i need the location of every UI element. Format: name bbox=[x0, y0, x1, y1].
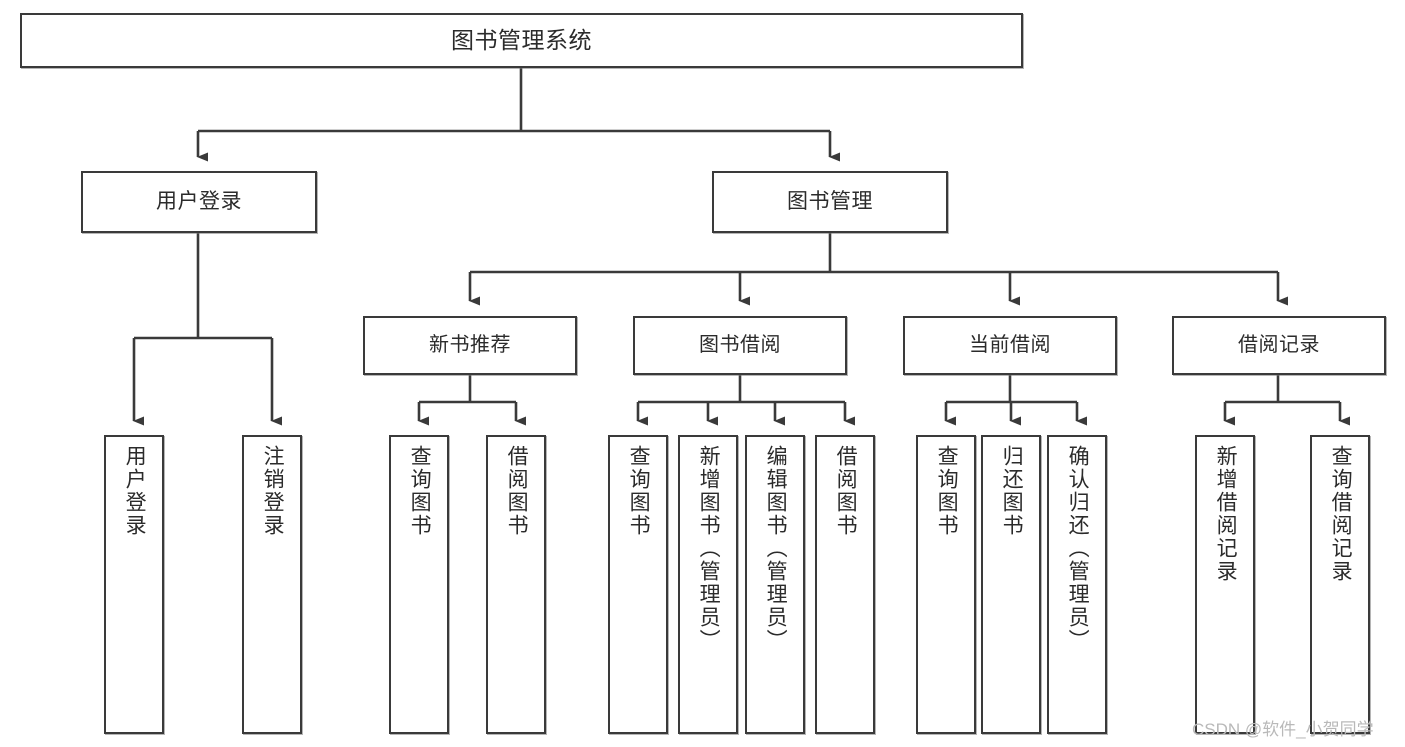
leaf-return-book[interactable]: 归还图书 bbox=[981, 435, 1041, 734]
node-current-borrow[interactable]: 当前借阅 bbox=[903, 316, 1117, 375]
leaf-logout-login[interactable]: 注销登录 bbox=[242, 435, 302, 734]
leaf-borrow-book-2[interactable]: 借阅图书 bbox=[815, 435, 875, 734]
node-book-borrow-label: 图书借阅 bbox=[699, 333, 781, 356]
leaf-logout-login-label: 注销登录 bbox=[261, 445, 285, 537]
leaf-add-record[interactable]: 新增借阅记录 bbox=[1195, 435, 1255, 734]
leaf-borrow-book-1-label: 借阅图书 bbox=[505, 445, 529, 537]
leaf-confirm-return-label: 确认归还（管理员） bbox=[1066, 445, 1090, 652]
node-new-book-recommend[interactable]: 新书推荐 bbox=[363, 316, 577, 375]
node-root-label: 图书管理系统 bbox=[451, 26, 592, 53]
leaf-borrow-book-1[interactable]: 借阅图书 bbox=[486, 435, 546, 734]
leaf-edit-book-label: 编辑图书（管理员） bbox=[764, 445, 788, 652]
leaf-query-book-2-label: 查询图书 bbox=[627, 445, 651, 537]
leaf-borrow-book-2-label: 借阅图书 bbox=[834, 445, 858, 537]
node-new-book-recommend-label: 新书推荐 bbox=[429, 333, 511, 356]
leaf-query-book-1[interactable]: 查询图书 bbox=[389, 435, 449, 734]
node-book-management-label: 图书管理 bbox=[787, 189, 873, 213]
leaf-query-record-label: 查询借阅记录 bbox=[1329, 445, 1353, 583]
leaf-add-book[interactable]: 新增图书（管理员） bbox=[678, 435, 738, 734]
csdn-watermark: CSDN @软件_小贺同学 bbox=[1192, 720, 1374, 739]
leaf-query-book-3[interactable]: 查询图书 bbox=[916, 435, 976, 734]
leaf-return-book-label: 归还图书 bbox=[1000, 445, 1024, 537]
leaf-add-record-label: 新增借阅记录 bbox=[1214, 445, 1238, 583]
node-user-login-label: 用户登录 bbox=[156, 189, 242, 213]
node-book-management[interactable]: 图书管理 bbox=[712, 171, 948, 233]
node-borrow-record[interactable]: 借阅记录 bbox=[1172, 316, 1386, 375]
node-user-login[interactable]: 用户登录 bbox=[81, 171, 317, 233]
leaf-add-book-label: 新增图书（管理员） bbox=[697, 445, 721, 652]
leaf-user-login-label: 用户登录 bbox=[123, 445, 147, 537]
leaf-query-book-3-label: 查询图书 bbox=[935, 445, 959, 537]
leaf-user-login[interactable]: 用户登录 bbox=[104, 435, 164, 734]
node-book-borrow[interactable]: 图书借阅 bbox=[633, 316, 847, 375]
node-root[interactable]: 图书管理系统 bbox=[20, 13, 1023, 68]
leaf-query-book-1-label: 查询图书 bbox=[408, 445, 432, 537]
leaf-confirm-return[interactable]: 确认归还（管理员） bbox=[1047, 435, 1107, 734]
leaf-edit-book[interactable]: 编辑图书（管理员） bbox=[745, 435, 805, 734]
node-current-borrow-label: 当前借阅 bbox=[969, 333, 1051, 356]
leaf-query-book-2[interactable]: 查询图书 bbox=[608, 435, 668, 734]
node-borrow-record-label: 借阅记录 bbox=[1238, 333, 1320, 356]
leaf-query-record[interactable]: 查询借阅记录 bbox=[1310, 435, 1370, 734]
